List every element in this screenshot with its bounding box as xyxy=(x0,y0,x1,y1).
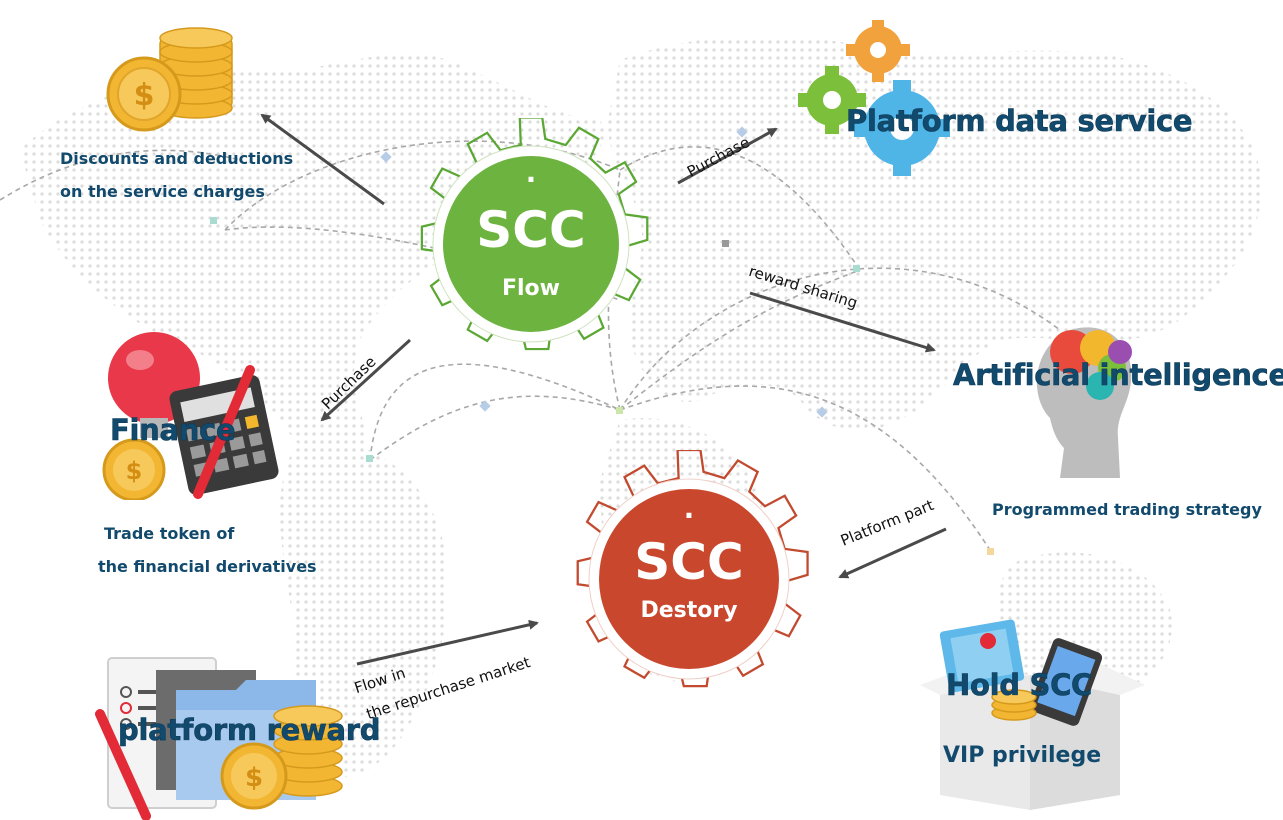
folder-coins-icon: $ xyxy=(95,657,343,820)
discounts-line1: Discounts and deductions xyxy=(60,149,294,168)
discounts-line2: on the service charges xyxy=(60,182,265,201)
gear-destroy-dot: · xyxy=(683,499,695,532)
gear-outline-icon xyxy=(420,116,649,351)
brain-head-icon xyxy=(1036,327,1132,478)
ai-label: Artificial intelligence xyxy=(953,358,1283,393)
platform-data-service-label: Platform data service xyxy=(846,104,1193,139)
gear-destroy-subtitle: Destory xyxy=(640,598,738,623)
gear-flow-dot: · xyxy=(525,163,537,196)
coin-stack-icon: $ xyxy=(106,27,233,132)
svg-text:$: $ xyxy=(245,763,263,793)
gear-scc-destroy: · SCC Destory xyxy=(557,448,821,708)
dashed-connections xyxy=(0,140,1061,551)
gift-box-icon xyxy=(920,619,1145,810)
svg-text:$: $ xyxy=(134,78,155,113)
finance-line1: Trade token of xyxy=(104,524,235,543)
finance-line2: the financial derivatives xyxy=(98,557,317,576)
svg-text:$: $ xyxy=(126,457,143,485)
vip-privilege-caption: VIP privilege xyxy=(943,743,1102,768)
platform-reward-label: platform reward xyxy=(118,713,381,748)
gear-flow-title: SCC xyxy=(476,201,586,259)
finance-label: Finance xyxy=(110,413,236,448)
flow-arrows xyxy=(260,113,947,666)
gear-outline-icon xyxy=(576,448,809,688)
gears-icon xyxy=(798,20,950,176)
gear-destroy-title: SCC xyxy=(634,533,744,591)
decor-squares xyxy=(210,126,994,555)
gear-flow-subtitle: Flow xyxy=(501,276,560,301)
calculator-icon: $ xyxy=(102,332,279,500)
hold-scc-label: Hold SCC xyxy=(946,668,1093,703)
gear-scc-flow: · SCC Flow xyxy=(405,116,657,370)
ai-caption: Programmed trading strategy xyxy=(992,500,1262,519)
